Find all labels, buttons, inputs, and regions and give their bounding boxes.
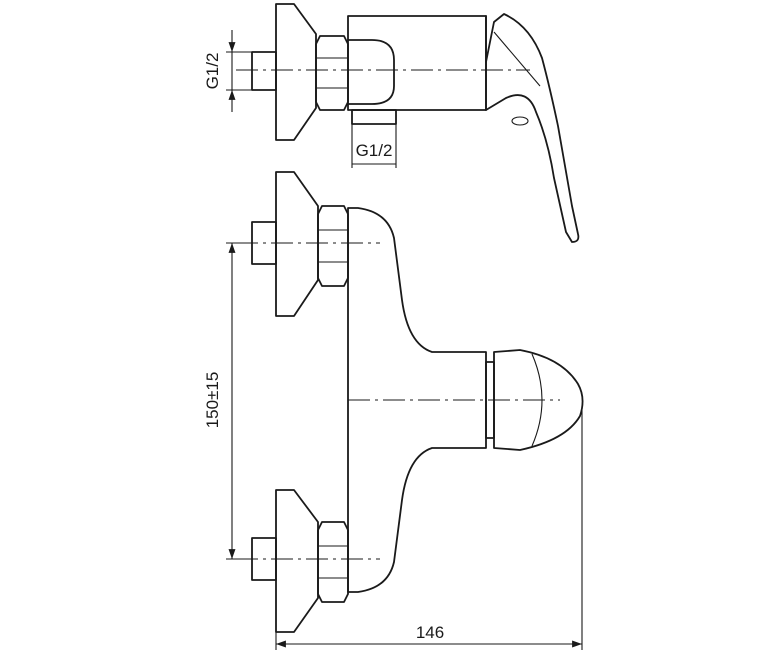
mixer-body [347,207,487,593]
top-body [347,15,487,111]
top-cartridge [347,39,395,105]
top-hex-nut [315,35,349,111]
dim-center-distance: 150±15 [203,372,222,429]
top-inlet-stub [251,51,277,91]
lower-hex-nut [317,521,349,603]
front-view: 150±15 146 [203,171,584,650]
top-lever-handle [485,13,580,243]
top-outlet [351,109,397,125]
lower-wall-flange [275,489,319,633]
dim-thread-top-bottom: G1/2 [356,141,393,160]
front-lever-handle [493,349,584,451]
top-wall-flange [275,3,317,141]
top-view: G1/2 G1/2 [203,3,580,243]
upper-wall-flange [275,171,319,317]
upper-hex-nut [317,205,349,287]
dim-projection: 146 [416,623,444,642]
dim-thread-top-left: G1/2 [203,53,222,90]
